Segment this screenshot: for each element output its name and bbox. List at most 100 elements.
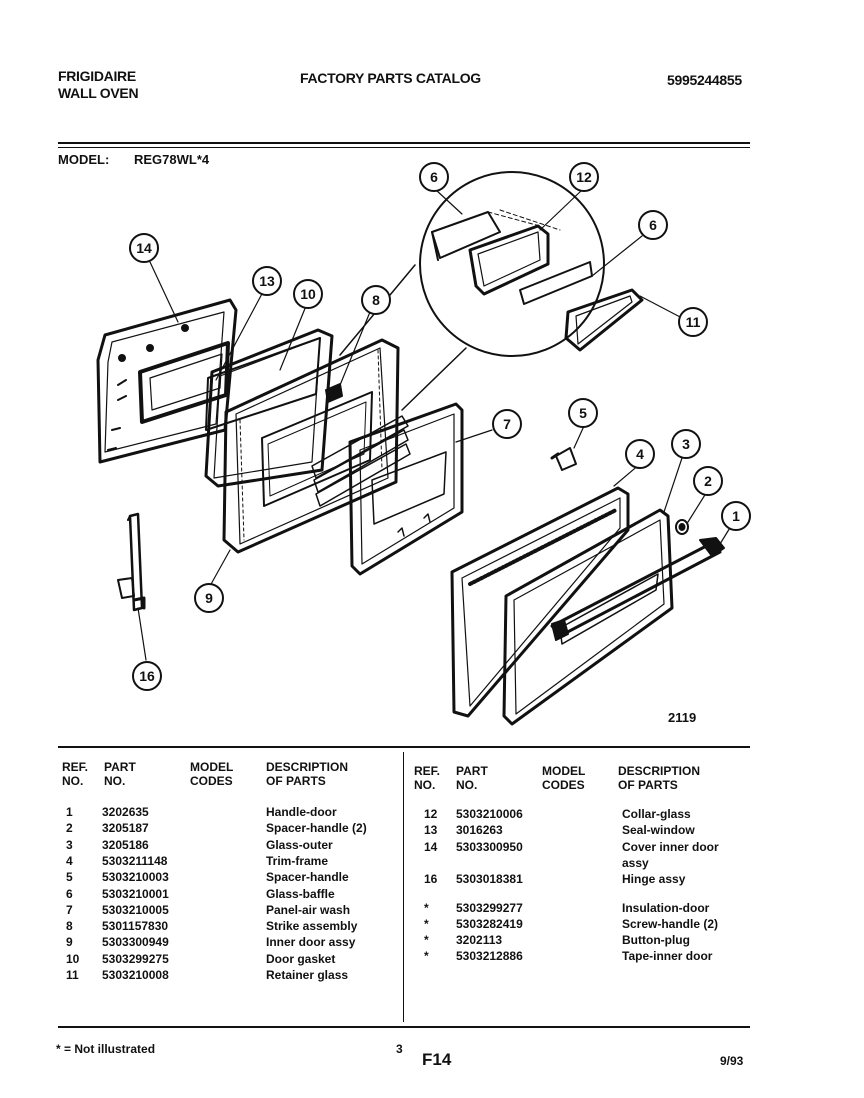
- ref-no: *: [424, 949, 429, 964]
- callout-9: 7: [492, 409, 522, 439]
- callout-label: 1: [732, 508, 740, 524]
- col-head-desc-2: OF PARTS: [618, 778, 678, 792]
- col-head-desc-1: DESCRIPTION: [266, 760, 349, 774]
- col-head-ref-2: NO.: [414, 778, 436, 792]
- col-head-ref-right: REF. NO.: [414, 764, 440, 792]
- part-description: Spacer-handle (2): [266, 821, 367, 836]
- col-head-part-left: PART NO.: [104, 760, 136, 788]
- part-description: Handle-door: [266, 805, 337, 819]
- ref-no: *: [424, 900, 429, 915]
- callout-3: 10: [293, 279, 323, 309]
- callout-label: 14: [136, 240, 152, 256]
- callout-label: 13: [259, 273, 275, 289]
- part-description: Door gasket: [266, 951, 336, 966]
- col-head-model-2: CODES: [190, 774, 233, 788]
- part-no: 3202113: [456, 933, 503, 948]
- part-no: 5303299277: [456, 900, 523, 915]
- part-trim-frame: [450, 486, 630, 718]
- col-head-model-1: MODEL: [542, 764, 586, 778]
- part-description: Retainer glass: [266, 968, 349, 982]
- callout-4: 8: [361, 285, 391, 315]
- ref-no: 3: [66, 837, 73, 852]
- part-glass-outer: [502, 508, 674, 726]
- part-description: Spacer-handle: [266, 870, 349, 885]
- col-head-part-2: NO.: [104, 774, 126, 788]
- part-handle-door: [550, 537, 725, 641]
- col-head-ref-1: REF.: [414, 764, 441, 778]
- part-no: 5303210001: [102, 886, 169, 901]
- part-description: Button-plug: [622, 933, 690, 948]
- ref-no: 2: [66, 821, 73, 836]
- ref-no: 16: [424, 872, 438, 887]
- part-no: 5303212886: [456, 949, 523, 964]
- callout-label: 7: [503, 416, 511, 432]
- part-description: Seal-window: [622, 823, 695, 838]
- callout-13: 2: [693, 466, 723, 496]
- col-head-desc-2: OF PARTS: [266, 774, 326, 788]
- callout-label: 6: [430, 169, 438, 185]
- ref-no: 9: [66, 935, 73, 950]
- ref-no: 10: [66, 951, 80, 966]
- part-no: 5303300949: [102, 935, 169, 950]
- col-head-model-2: CODES: [542, 778, 585, 792]
- callout-label: 16: [139, 668, 155, 684]
- callout-16: 16: [132, 661, 162, 691]
- ref-no: 13: [424, 823, 438, 838]
- part-description: Strike assembly: [266, 919, 358, 934]
- ref-no: 8: [66, 919, 73, 934]
- col-head-desc-1: DESCRIPTION: [618, 764, 701, 778]
- callout-label: 10: [300, 286, 316, 302]
- part-no: 5303282419: [456, 916, 523, 931]
- col-head-part-1: PART: [456, 764, 488, 778]
- part-inner-door-assy: [222, 338, 400, 554]
- callout-10: 5: [568, 398, 598, 428]
- callout-5: 6: [419, 162, 449, 192]
- product-type: WALL OVEN: [58, 85, 139, 101]
- col-head-desc-left: DESCRIPTION OF PARTS: [266, 760, 348, 788]
- col-head-ref-2: NO.: [62, 774, 84, 788]
- part-no: 5303299275: [102, 951, 169, 966]
- callout-label: 9: [205, 590, 213, 606]
- part-cover-inner-door: [96, 298, 238, 464]
- part-description: Panel-air wash: [266, 902, 351, 917]
- model-label: MODEL:: [58, 152, 110, 167]
- col-head-part-right: PART NO.: [456, 764, 488, 792]
- part-description: Tape-inner door: [622, 949, 713, 964]
- callout-label: 4: [636, 446, 644, 462]
- part-description: Trim-frame: [266, 853, 329, 868]
- col-head-desc-right: DESCRIPTION OF PARTS: [618, 764, 700, 792]
- part-description: Glass-outer: [266, 837, 333, 852]
- callout-14: 1: [721, 501, 751, 531]
- part-no: 3016263: [456, 823, 503, 838]
- part-no: 5303210005: [102, 902, 169, 917]
- part-description: assy: [622, 855, 649, 870]
- detail-glass-circle: [339, 171, 644, 411]
- table-divider: [403, 752, 404, 1022]
- part-description: Hinge assy: [622, 872, 686, 887]
- callout-8: 11: [678, 307, 708, 337]
- catalog-title: FACTORY PARTS CATALOG: [300, 70, 481, 86]
- part-no: 3202635: [102, 805, 149, 819]
- ref-no: 12: [424, 807, 438, 821]
- page-code: F14: [422, 1050, 452, 1069]
- part-no: 5303300950: [456, 839, 523, 854]
- callout-label: 11: [686, 314, 701, 330]
- revision-date: 9/93: [720, 1054, 744, 1068]
- callout-2: 13: [252, 266, 282, 296]
- part-door-gasket: [204, 328, 334, 488]
- callout-label: 6: [649, 217, 657, 233]
- col-head-ref-1: REF.: [62, 760, 89, 774]
- part-description: Cover inner door: [622, 839, 719, 854]
- ref-no: 1: [66, 805, 73, 819]
- callout-12: 3: [671, 429, 701, 459]
- part-no: 5301157830: [102, 919, 169, 934]
- callout-label: 5: [579, 405, 587, 421]
- ref-no: 7: [66, 902, 73, 917]
- ref-no: 6: [66, 886, 73, 901]
- col-head-model-left: MODEL CODES: [190, 760, 233, 788]
- ref-no: *: [424, 933, 429, 948]
- col-head-ref-left: REF. NO.: [62, 760, 88, 788]
- document-number: 5995244855: [667, 72, 742, 88]
- col-head-model-1: MODEL: [190, 760, 234, 774]
